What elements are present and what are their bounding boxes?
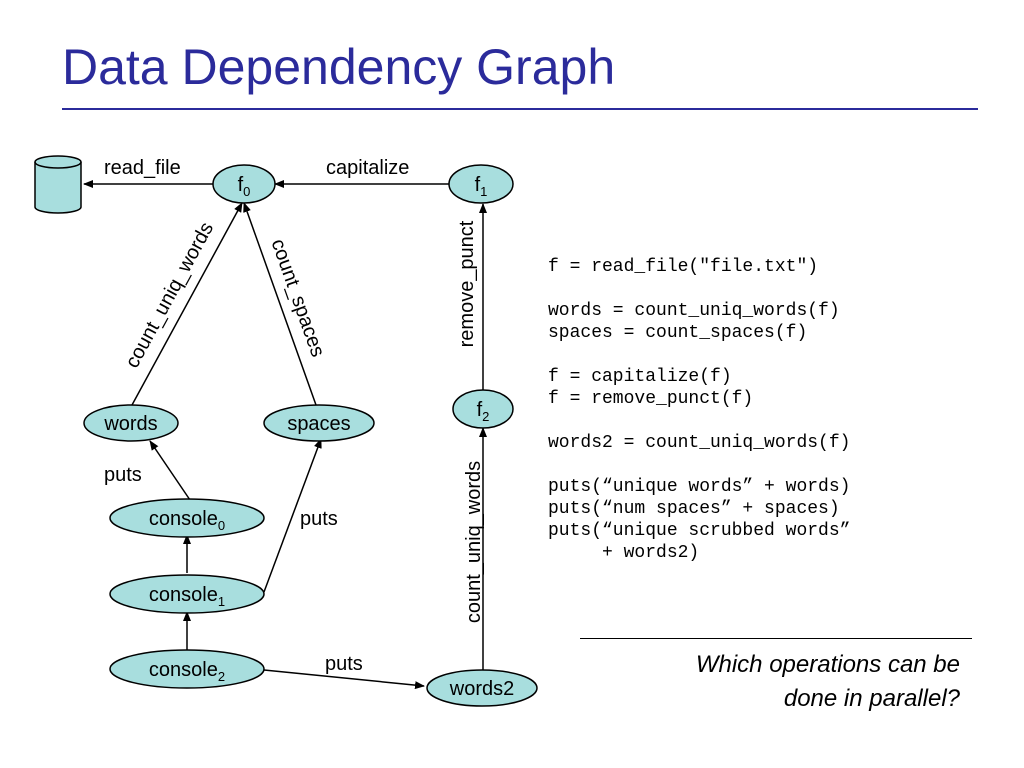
code-line: f = read_file("file.txt") <box>548 257 819 277</box>
code-line: puts(“unique scrubbed words” <box>548 521 851 541</box>
title-rule <box>62 108 978 110</box>
node-f0-sub: 0 <box>243 184 250 199</box>
node-f0: f0 <box>212 164 276 204</box>
node-console2-label: console <box>149 659 218 681</box>
svg-text:f2: f2 <box>477 399 490 424</box>
node-console0-sub: 0 <box>218 518 225 533</box>
code-blank-line <box>548 344 850 366</box>
edge-label-remove-punct: remove_punct <box>456 220 478 347</box>
edge-count-uniq-words-left <box>131 202 243 406</box>
node-words2: words2 <box>426 669 538 707</box>
node-f0-label: f <box>238 174 244 196</box>
question-line-2: done in parallel? <box>783 685 960 712</box>
code-line: spaces = count_spaces(f) <box>548 323 808 343</box>
code-line: f = capitalize(f) <box>548 367 732 387</box>
code-line: + words2) <box>548 543 700 563</box>
edge-label-puts-words: puts <box>104 464 142 486</box>
code-blank-line <box>548 454 850 476</box>
edge-label-puts-spaces: puts <box>300 508 338 530</box>
node-spaces: spaces <box>263 404 375 442</box>
svg-text:f0: f0 <box>238 174 251 199</box>
edge-label-count-uniq-words-left: count_uniq_words <box>121 219 218 372</box>
svg-text:f1: f1 <box>475 174 488 199</box>
edge-puts-words2 <box>263 669 425 690</box>
slide-title: Data Dependency Graph <box>62 39 616 95</box>
edge-label-capitalize: capitalize <box>326 157 409 179</box>
question-text: Which operations can be done in parallel… <box>600 648 960 716</box>
node-console1-label: console <box>149 584 218 606</box>
code-blank-line <box>548 278 850 300</box>
node-f2-label: f <box>477 399 483 421</box>
svg-text:console0: console0 <box>149 508 225 533</box>
node-console2: console2 <box>109 649 265 689</box>
code-blank-line <box>548 410 850 432</box>
node-f1: f1 <box>448 164 514 204</box>
edge-label-count-uniq-words-right: count_uniq_words <box>463 461 485 623</box>
node-f2: f2 <box>452 389 514 429</box>
code-line: puts(“num spaces” + spaces) <box>548 499 840 519</box>
edge-label-count-spaces: count_spaces <box>267 236 329 360</box>
code-block: f = read_file("file.txt") words = count_… <box>548 256 850 564</box>
node-console0: console0 <box>109 498 265 538</box>
edge-puts-words <box>149 440 191 501</box>
question-rule <box>580 638 972 639</box>
node-console0-label: console <box>149 508 218 530</box>
edge-label-read-file: read_file <box>104 157 181 179</box>
node-console1: console1 <box>109 574 265 614</box>
edge-puts-spaces <box>263 438 322 593</box>
node-words-label: words <box>103 413 157 435</box>
node-f1-label: f <box>475 174 481 196</box>
database-cylinder-icon <box>34 155 82 214</box>
code-line: words = count_uniq_words(f) <box>548 301 840 321</box>
node-console1-sub: 1 <box>218 594 225 609</box>
node-f2-sub: 2 <box>482 409 489 424</box>
edge-count-spaces <box>243 202 317 406</box>
node-words2-label: words2 <box>449 678 514 700</box>
node-spaces-label: spaces <box>287 413 350 435</box>
node-console2-sub: 2 <box>218 669 225 684</box>
code-line: f = remove_punct(f) <box>548 389 754 409</box>
question-line-1: Which operations can be <box>695 651 960 678</box>
code-line: puts(“unique words” + words) <box>548 477 851 497</box>
node-f1-sub: 1 <box>480 184 487 199</box>
node-words: words <box>83 404 179 442</box>
svg-text:console2: console2 <box>149 659 225 684</box>
svg-text:console1: console1 <box>149 584 225 609</box>
code-line: words2 = count_uniq_words(f) <box>548 433 851 453</box>
edge-label-puts-words2: puts <box>325 653 363 675</box>
